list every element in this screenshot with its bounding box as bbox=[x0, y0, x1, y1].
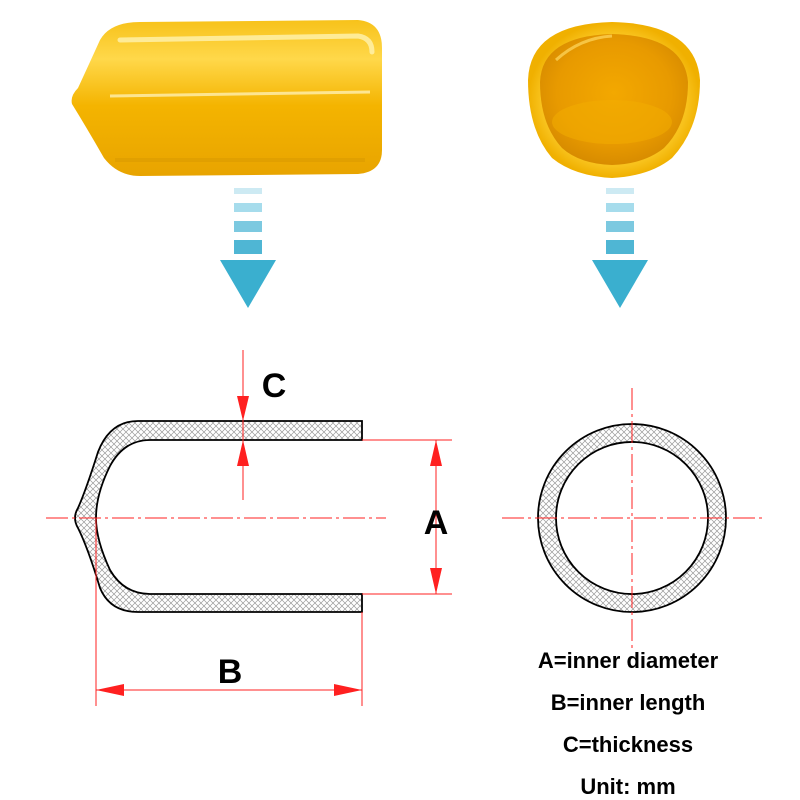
down-arrow-icon bbox=[220, 188, 276, 308]
cap-side-photo bbox=[71, 20, 382, 176]
dimension-label-a: A bbox=[424, 504, 449, 542]
cap-opening-photo bbox=[528, 22, 700, 178]
dimension-label-b: B bbox=[218, 653, 243, 691]
legend-unit: Unit: mm bbox=[580, 774, 676, 799]
legend-inner-length: B=inner length bbox=[550, 690, 706, 715]
cap-front-section bbox=[502, 388, 764, 650]
legend-inner-diameter: A=inner diameter bbox=[537, 648, 719, 673]
cap-side-section bbox=[46, 350, 452, 706]
dimension-label-c: C bbox=[262, 367, 287, 405]
down-arrow-icon bbox=[592, 188, 648, 308]
legend-thickness: C=thickness bbox=[562, 732, 694, 757]
